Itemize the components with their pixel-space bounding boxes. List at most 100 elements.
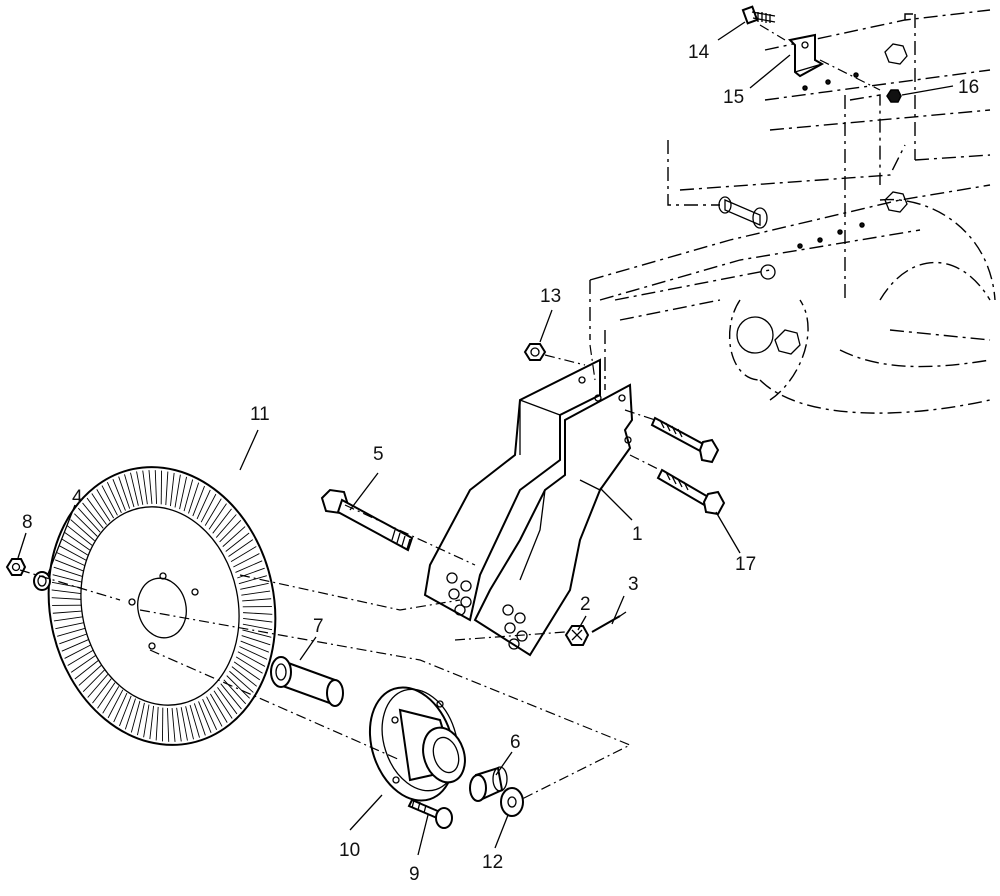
blade-serration (176, 707, 182, 742)
blade-serration (58, 545, 87, 561)
callout-labels: 1 2 3 4 5 6 7 8 9 10 11 12 13 14 15 16 1… (22, 42, 979, 885)
callout-11: 11 (250, 404, 270, 425)
blade-serration (61, 639, 89, 652)
blade-serration (64, 644, 91, 659)
blade-serration (200, 493, 217, 523)
blade-serration (174, 474, 181, 508)
callout-2: 2 (580, 594, 591, 615)
blade-serration (169, 472, 175, 507)
blade-serration (171, 708, 176, 742)
washer-4 (33, 571, 51, 591)
arm-1 (423, 358, 634, 657)
blade-serration (179, 476, 188, 510)
callout-14: 14 (688, 42, 710, 63)
blade-serration (53, 616, 83, 622)
nut-13 (523, 343, 547, 361)
blade-serration (101, 485, 118, 516)
blade-serration (166, 708, 170, 742)
blade-serration (239, 646, 268, 660)
bushing-6 (469, 766, 508, 802)
callout-15: 15 (723, 87, 744, 108)
blade-serration (220, 683, 242, 710)
blade-serration (136, 702, 145, 736)
blade-serration (77, 507, 101, 533)
blade-serration (229, 670, 254, 693)
spacer-7 (270, 656, 344, 707)
hub-10 (368, 686, 466, 802)
blade-serration (149, 705, 155, 740)
blade-serration (106, 481, 122, 513)
blade-serration (87, 674, 109, 698)
callout-12: 12 (482, 852, 503, 873)
blade-serration (148, 470, 153, 504)
blade-serration (243, 617, 273, 623)
blade-serration (78, 665, 102, 686)
castle-nut-2 (564, 625, 590, 646)
blade-serration (130, 700, 141, 733)
blade-serration (235, 656, 263, 674)
callout-9: 9 (409, 864, 420, 885)
bolt-17 (656, 468, 726, 516)
callout-10: 10 (339, 840, 360, 861)
callout-5: 5 (373, 444, 384, 465)
bolt-upper (650, 416, 720, 464)
blade-serration (242, 598, 272, 602)
blade-serration (241, 635, 271, 646)
blade-serration (67, 649, 94, 666)
blade-serration (230, 546, 257, 563)
blade-serration (70, 655, 96, 673)
blade-serration (57, 627, 86, 637)
blade-serration (240, 582, 269, 590)
blade-serration (107, 689, 124, 719)
blade-serration (206, 696, 223, 727)
callout-8: 8 (22, 512, 33, 533)
callout-1: 1 (632, 524, 643, 545)
blade-serration (63, 531, 91, 551)
blade-serration (242, 623, 273, 631)
callout-16: 16 (958, 77, 979, 98)
nut-8 (5, 558, 27, 576)
nut-16 (886, 89, 902, 103)
blade-serration (188, 482, 200, 514)
blade-serration (130, 472, 139, 506)
blade-serration (51, 589, 81, 595)
blade-serration (198, 701, 212, 734)
blade-serration (242, 629, 272, 638)
blade-serration (185, 706, 194, 740)
washer-12 (500, 787, 524, 817)
blade-serration (142, 470, 148, 505)
blade-serration (233, 553, 260, 568)
frame-assembly (589, 9, 996, 414)
blade-serration (113, 692, 128, 723)
leader-lines (17, 21, 954, 856)
blade-serration (51, 581, 82, 589)
blade-serration (124, 474, 135, 508)
blade-serration (70, 519, 95, 542)
cotter-pin-3 (591, 611, 627, 633)
blade-serration (233, 661, 261, 681)
blade-serration (124, 698, 136, 730)
callout-17: 17 (735, 554, 756, 575)
blade-serration (112, 478, 126, 511)
blade-serration (86, 497, 107, 525)
blade-serration (240, 640, 270, 653)
blade-serration (189, 704, 200, 738)
blade-serration (192, 485, 205, 517)
blade-serration (96, 489, 115, 519)
bolt-9 (407, 798, 453, 829)
bolt-14 (741, 5, 776, 25)
blade-serration (228, 539, 254, 557)
blade-serration (222, 526, 246, 547)
blade-serration (231, 666, 258, 687)
blade-serration (52, 574, 82, 583)
blade-serration (74, 660, 99, 680)
blade-serration (209, 693, 228, 723)
blade-serration (208, 503, 227, 530)
blade-serration (225, 532, 250, 552)
blade-serration (204, 498, 222, 526)
blade-serration (143, 704, 150, 738)
blade-serration (102, 686, 120, 714)
blade-serration (91, 493, 111, 522)
blade-serration (241, 590, 271, 596)
